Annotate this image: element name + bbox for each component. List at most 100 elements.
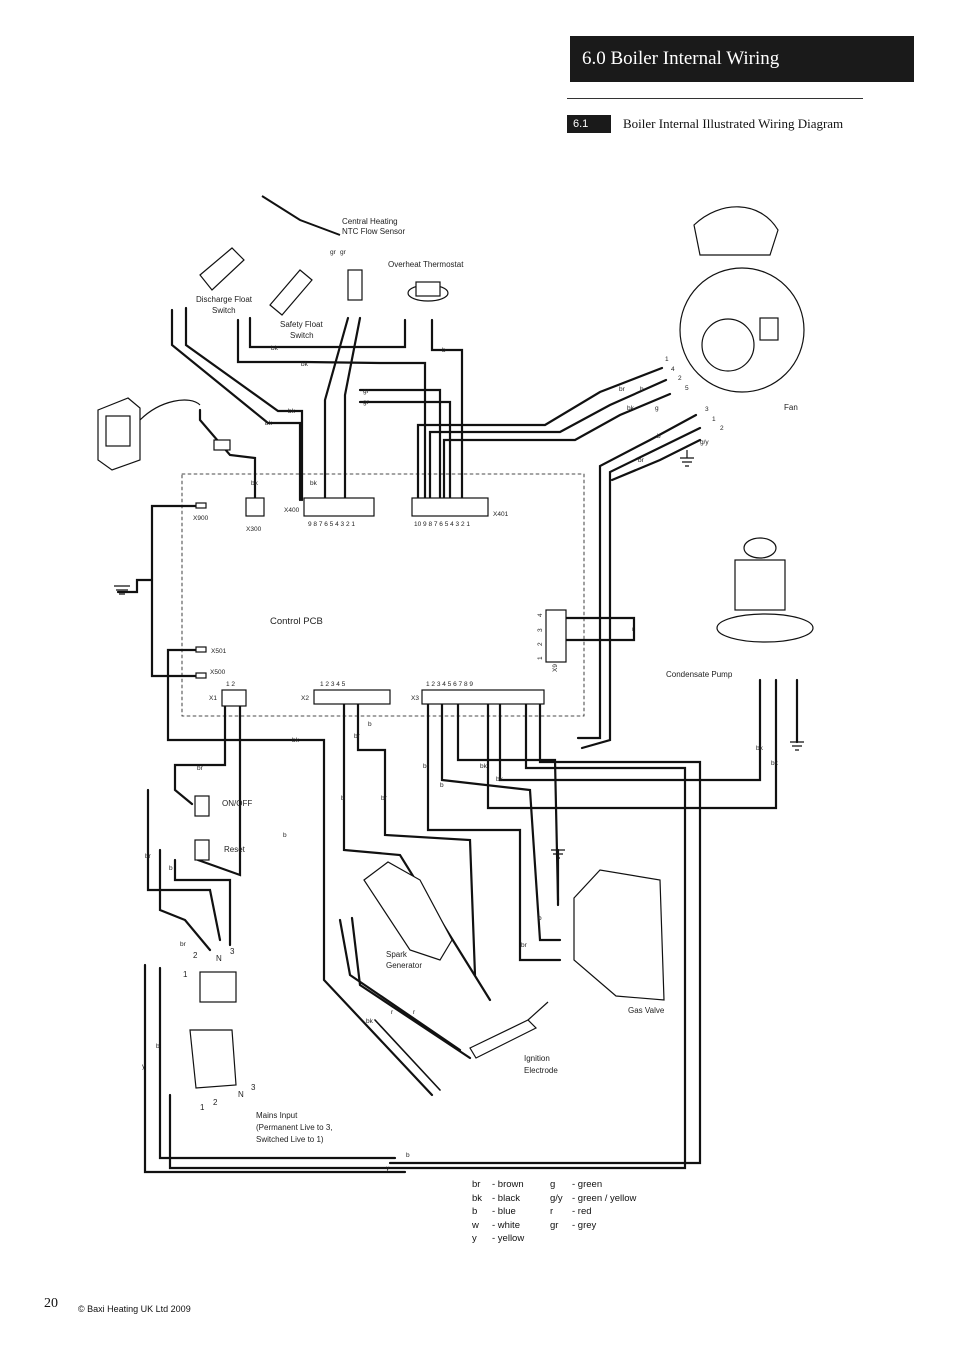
- fan-pin-1b: 1: [712, 416, 716, 423]
- copyright: © Baxi Heating UK Ltd 2009: [78, 1304, 191, 1314]
- section-title: 6.0 Boiler Internal Wiring: [582, 48, 780, 69]
- wire-ntc-2: [343, 316, 362, 502]
- x2-label: X2: [301, 695, 309, 702]
- wire-x9: [558, 616, 636, 642]
- ntc-plug-icon: [347, 269, 363, 301]
- header-divider: [567, 98, 863, 99]
- code-r-1: r: [424, 361, 427, 368]
- overheat-body: [415, 281, 441, 297]
- code-b-2: b: [640, 386, 644, 393]
- overheat-label: Overheat Thermostat: [388, 260, 464, 269]
- x501-label: X501: [211, 648, 227, 655]
- code-br-2: br: [638, 457, 645, 464]
- terminal-3-bottom: 3: [251, 1083, 256, 1092]
- x300-label: X300: [246, 526, 262, 533]
- wire-ntc-1: [323, 316, 350, 502]
- code-bk-13: bk: [366, 1018, 374, 1025]
- x9-pin-3: 3: [537, 628, 544, 632]
- wire-colour-legend: br- brown bk- black b- blue w- white y- …: [472, 1178, 550, 1246]
- legend-row: y- yellow: [472, 1232, 550, 1246]
- code-gr-4: gr: [363, 399, 370, 406]
- section-header: 6.0 Boiler Internal Wiring: [570, 36, 914, 82]
- legend-row: g- green: [550, 1178, 636, 1192]
- wire-fan-2: [428, 378, 668, 502]
- safety-label-l2: Switch: [290, 331, 314, 340]
- wire-colour-legend-2: g- green g/y- green / yellow r- red gr- …: [550, 1178, 636, 1232]
- code-br-8: br: [180, 941, 187, 948]
- terminal-n-top: N: [216, 954, 222, 963]
- mains-label-l1: Mains Input: [256, 1111, 298, 1120]
- condensate-pump-icon: [716, 613, 814, 643]
- wire-mains-yellow: [143, 963, 407, 1174]
- control-pcb-label: Control PCB: [270, 616, 323, 627]
- x9-pin-2: 2: [537, 642, 544, 646]
- code-br-5: br: [423, 763, 430, 770]
- code-b-11: b: [406, 1152, 410, 1159]
- discharge-label-l1: Discharge Float: [196, 295, 253, 304]
- legend-desc: - blue: [492, 1206, 516, 1218]
- spark-label-l2: Generator: [386, 961, 422, 970]
- fan-hub: [701, 318, 755, 372]
- legend-row: gr- grey: [550, 1219, 636, 1233]
- wire-fan-4: [576, 413, 698, 740]
- room-stat-screen: [105, 415, 131, 447]
- x401-label: X401: [493, 511, 509, 518]
- code-b-6: b: [341, 795, 345, 802]
- x3-connector: [421, 689, 545, 705]
- x9-pin-1: 1: [537, 656, 544, 660]
- wire-x3-3: [456, 698, 560, 902]
- legend-desc: - green / yellow: [572, 1192, 637, 1204]
- mains-plug-icon: [199, 971, 237, 1003]
- wire-x1-2: [196, 702, 242, 877]
- earth-symbol-2: [680, 450, 694, 467]
- code-g-1: g: [655, 405, 659, 412]
- room-stat-plug: [213, 439, 231, 451]
- wire-safety-float: [236, 318, 427, 502]
- legend-code: r: [550, 1206, 554, 1218]
- x400-label: X400: [284, 507, 300, 514]
- wire-fan-5: [580, 426, 702, 750]
- on-off-label: ON/OFF: [222, 799, 252, 808]
- wire-switch-1: [146, 788, 222, 942]
- code-y-2: y: [386, 1165, 390, 1172]
- ntc-sensor-icon: [261, 195, 341, 236]
- x2-pins: 1 2 3 4 5: [320, 681, 346, 688]
- code-b-9: b: [538, 915, 542, 922]
- legend-row: r- red: [550, 1205, 636, 1219]
- code-bk-12: bk: [771, 760, 779, 767]
- wire-x2-2: [356, 698, 477, 977]
- terminal-2-bottom: 2: [213, 1098, 218, 1107]
- x400-connector: [303, 497, 375, 517]
- wire-pump-1: [498, 678, 762, 782]
- legend-desc: - brown: [492, 1179, 524, 1191]
- x1-label: X1: [209, 695, 217, 702]
- ignition-electrode-icon: [469, 1019, 538, 1059]
- code-bk-11: bk: [756, 745, 764, 752]
- fan-connector: [759, 317, 779, 341]
- earth-symbols: [114, 450, 804, 859]
- terminal-n-bottom: N: [238, 1090, 244, 1099]
- code-b-7: b: [283, 832, 287, 839]
- legend-desc: - green: [572, 1179, 603, 1191]
- legend-code: y: [472, 1233, 477, 1245]
- earth-symbol-4: [551, 849, 565, 859]
- legend-row: bk- black: [472, 1192, 550, 1206]
- legend-desc: - black: [492, 1192, 520, 1204]
- ntc-label-l2: NTC Flow Sensor: [342, 227, 405, 236]
- x3-label: X3: [411, 695, 419, 702]
- code-b-8: b: [169, 865, 173, 872]
- earth-pcb: [116, 578, 154, 594]
- safety-float-icon: [269, 269, 313, 316]
- wire-room-stat: [198, 408, 257, 502]
- code-gy-1: g/y: [700, 439, 709, 446]
- x300-connector: [245, 497, 265, 517]
- x500-label: X500: [210, 669, 226, 676]
- condensate-pump-body: [734, 559, 786, 611]
- reset-label: Reset: [224, 845, 246, 854]
- x500-pin: [195, 672, 207, 679]
